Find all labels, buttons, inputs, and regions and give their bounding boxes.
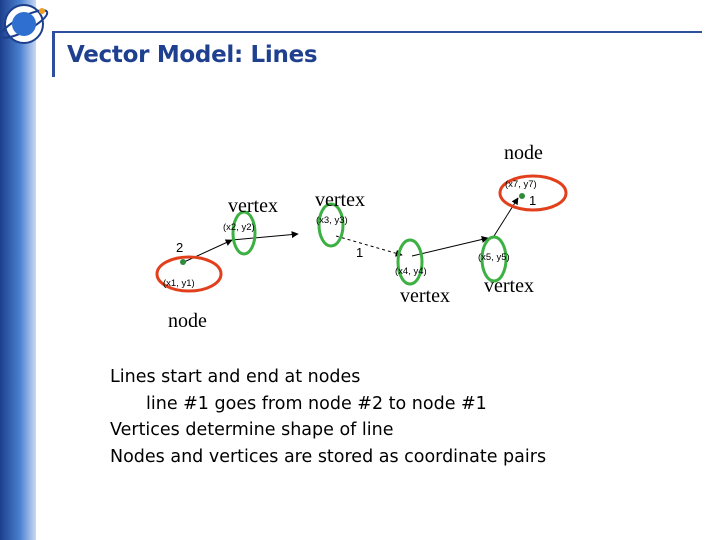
vertex-ring-3 <box>317 202 345 248</box>
segment-3 <box>335 235 403 257</box>
callout-node-top-right: node <box>504 142 543 164</box>
node-1-dot <box>519 193 525 199</box>
body-line-4: Nodes and vertices are stored as coordin… <box>110 446 547 467</box>
callout-vertex-b: vertex <box>315 189 365 211</box>
callout-node-bottom-left: node <box>168 310 207 332</box>
segment-5 <box>493 197 519 237</box>
coord-label-p1: (x1, y1) <box>163 278 195 289</box>
coord-label-p2: (x2, y2) <box>223 222 255 233</box>
line-1-label: 1 <box>356 245 363 260</box>
vertex-ring-4 <box>396 238 424 286</box>
left-accent-bar <box>0 0 36 540</box>
vertex-ring-5 <box>480 235 508 283</box>
callout-vertex-d: vertex <box>484 275 534 297</box>
coord-label-p4: (x4, y4) <box>395 266 427 277</box>
body-line-1: Lines start and end at nodes <box>110 367 361 387</box>
body-text: Lines start and end at nodes line #1 goe… <box>110 364 546 470</box>
page-title: Vector Model: Lines <box>67 42 318 68</box>
body-line-2: line #1 goes from node #2 to node #1 <box>146 393 487 414</box>
body-line-3: Vertices determine shape of line <box>110 420 394 440</box>
node-ring-bottom-left <box>155 255 223 293</box>
callout-vertex-c: vertex <box>400 285 450 307</box>
title-rule-vertical <box>52 31 55 77</box>
title-rule-horizontal <box>52 31 702 33</box>
inpe-logo-icon <box>2 4 49 44</box>
node-2-dot <box>180 259 186 265</box>
callout-vertex-a: vertex <box>228 195 278 217</box>
vertex-ring-2 <box>231 210 257 256</box>
node-2-label: 2 <box>176 240 183 255</box>
segment-2 <box>231 231 299 241</box>
coord-label-top-right: (x7, y7) <box>505 179 537 190</box>
node-ring-top-right <box>498 174 568 212</box>
coord-label-p5: (x5, y5) <box>478 252 510 263</box>
segment-4 <box>411 236 489 257</box>
line-segments <box>183 197 519 263</box>
coord-label-p3: (x3, y3) <box>316 215 348 226</box>
node-1-label: 1 <box>529 193 536 208</box>
